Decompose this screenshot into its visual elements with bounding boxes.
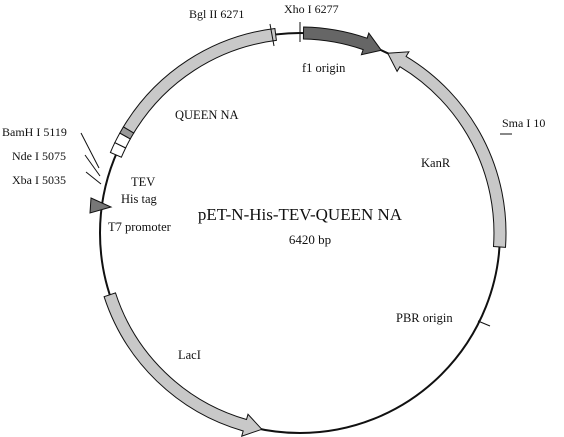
t7-promoter-triangle [89, 197, 113, 214]
feature-label-tev: TEV [131, 175, 155, 189]
bgl-ii-tick [269, 23, 275, 47]
pbr-origin-tick [477, 320, 491, 327]
feature-label-t7-promoter: T7 promoter [108, 220, 172, 234]
kanr-arrow [386, 51, 507, 248]
tev-box [109, 142, 127, 158]
feature-label-kanr: KanR [421, 156, 451, 170]
site-label-xba-i: Xba I 5035 [12, 173, 66, 187]
feature-label-pbr-origin: PBR origin [396, 311, 453, 325]
feature-label-queen-na: QUEEN NA [175, 108, 239, 122]
f1-origin-arrow [302, 26, 383, 56]
plasmid-size: 6420 bp [289, 232, 331, 247]
nde-segment-box [119, 126, 135, 140]
site-label-bgl-ii: Bgl II 6271 [189, 7, 244, 21]
xba-i-leader [85, 171, 102, 185]
laci-arrow [103, 292, 263, 437]
bamh-i-leader [80, 132, 100, 169]
feature-label-laci: LacI [178, 348, 201, 362]
site-label-xho-i: Xho I 6277 [284, 2, 339, 16]
plasmid-name: pET-N-His-TEV-QUEEN NA [198, 205, 403, 224]
feature-label-his-tag: His tag [121, 192, 158, 206]
nde-i-leader [84, 154, 101, 177]
site-label-nde-i: Nde I 5075 [12, 149, 66, 163]
site-label-bamh-i: BamH I 5119 [2, 125, 67, 139]
feature-label-f1-origin: f1 origin [302, 61, 346, 75]
site-label-sma-i: Sma I 10 [502, 116, 545, 130]
